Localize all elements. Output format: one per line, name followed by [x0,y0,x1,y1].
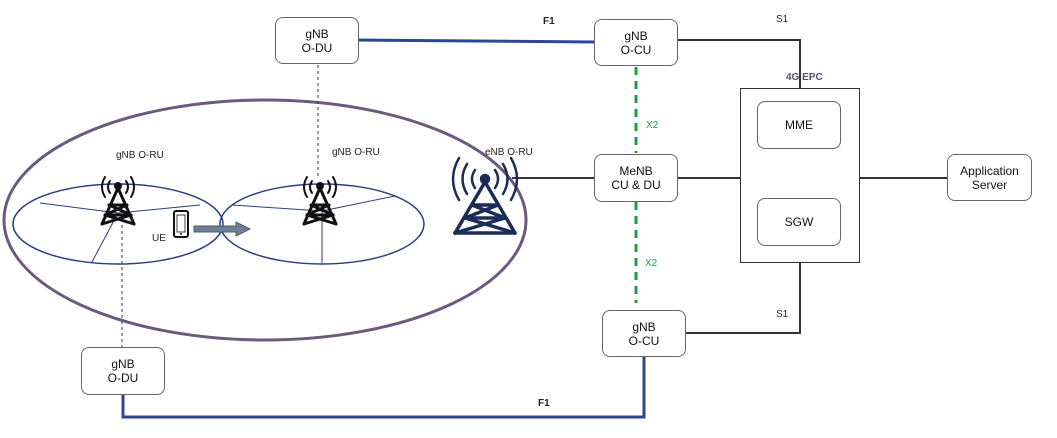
f1-link-bottom [121,356,646,419]
node-line2: O-CU [628,333,660,348]
s1-label-top: S1 [776,14,789,25]
s1-label-bottom: S1 [776,309,789,320]
menb-cu-du[interactable]: MeNB CU & DU [594,154,678,202]
phone-icon [173,210,189,238]
ru-label-mid: gNB O-RU [332,147,380,158]
node-line2: O-CU [620,42,652,57]
x2-label-top: X2 [646,120,659,131]
tower-icon-left [100,176,136,226]
node-line1: MeNB [619,164,653,178]
gnb-o-du-top[interactable]: gNB O-DU [275,17,359,64]
enb-ru-label: eNB O-RU [485,147,533,158]
mme-box[interactable]: MME [757,101,841,149]
f1-link-top [357,38,595,44]
handover-arrow [193,221,252,237]
node-line2: CU & DU [611,178,661,192]
s1-link-top [678,39,801,88]
node-line2: O-DU [301,40,333,55]
f1-label-bottom: F1 [538,398,550,409]
s1-link-bottom [686,262,801,334]
x2-label-bottom: X2 [645,258,658,269]
node-line1: gNB [111,357,135,371]
node-line1: gNB [305,26,329,41]
node-line2: Server [971,177,1008,192]
node-line2: O-DU [107,371,139,385]
macro-cell-coverage [2,98,528,342]
mme-label: MME [785,118,813,132]
node-line1: gNB [624,28,648,43]
small-cell-left [12,183,224,265]
tower-icon-mid [302,176,338,226]
sgw-label: SGW [784,215,814,229]
application-server[interactable]: Application Server [947,154,1032,201]
ru-label-left: gNB O-RU [116,150,164,161]
gnb-o-cu-top[interactable]: gNB O-CU [594,19,678,66]
gnb-o-du-bottom[interactable]: gNB O-DU [81,347,165,395]
enb-tower-icon [451,156,519,235]
epc-label: 4G EPC [786,72,823,83]
ue-label: UE [152,233,166,244]
sgw-box[interactable]: SGW [757,198,841,246]
node-line1: gNB [632,319,656,334]
node-line1: Application [960,163,1019,178]
gnb-o-cu-bottom[interactable]: gNB O-CU [602,310,686,357]
f1-label-top: F1 [543,16,555,27]
